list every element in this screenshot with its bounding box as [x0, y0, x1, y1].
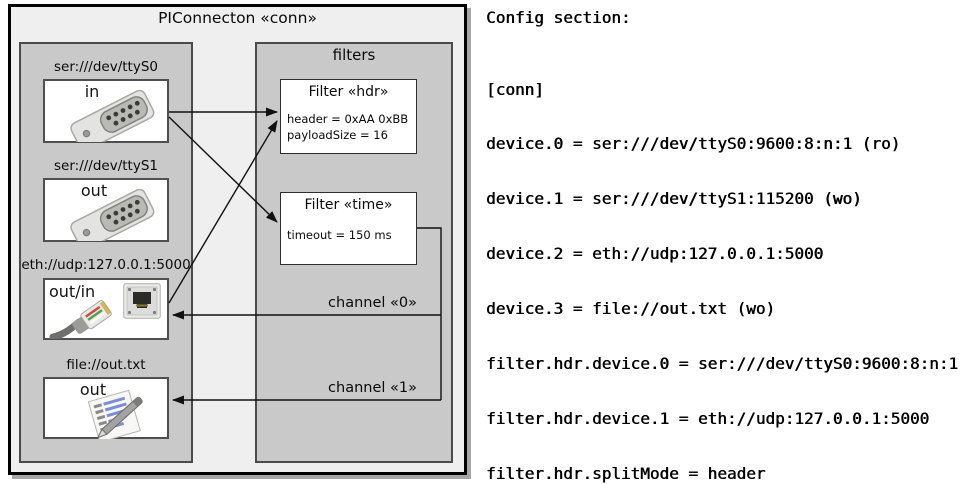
device-box-ttys1: out — [43, 178, 169, 242]
config-section-text: [conn] device.0 = ser:///dev/ttyS0:9600:… — [486, 44, 964, 484]
port-direction-label: out — [79, 380, 107, 399]
serial-connector-icon — [68, 90, 155, 142]
device-box-ttys0: in — [43, 79, 169, 143]
config-line: [conn] — [486, 79, 544, 99]
config-line: device.0 = ser:///dev/ttyS0:9600:8:n:1 (… — [486, 134, 901, 154]
filter-box-time: Filter «time» timeout = 150 ms — [280, 192, 417, 265]
filter-attribute: timeout = 150 ms — [287, 228, 392, 242]
serial-connector-icon — [68, 189, 155, 241]
port-direction-label: out/in — [49, 282, 96, 301]
config-line: filter.hdr.device.1 = eth://udp:127.0.0.… — [486, 408, 930, 428]
device-label-file: file://out.txt — [66, 357, 146, 373]
device-label-eth: eth://udp:127.0.0.1:5000 — [21, 257, 191, 273]
filter-title: Filter «hdr» — [308, 84, 389, 100]
channel-0-label: channel «0» — [328, 295, 417, 311]
filter-title: Filter «time» — [304, 197, 393, 213]
device-label-ttys0: ser:///dev/ttyS0 — [54, 59, 158, 75]
filter-attributes: timeout = 150 ms — [287, 228, 392, 244]
notepad-pen-icon — [87, 389, 143, 439]
device-label-ttys1: ser:///dev/ttyS1 — [54, 158, 158, 174]
config-line: filter.hdr.device.0 = ser:///dev/ttyS0:9… — [486, 354, 959, 374]
filter-attributes: header = 0xAA 0xBB payloadSize = 16 — [287, 112, 408, 143]
device-box-file: out — [43, 377, 169, 439]
config-line: device.1 = ser:///dev/ttyS1:115200 (wo) — [486, 189, 862, 209]
filter-attribute: payloadSize = 16 — [287, 127, 388, 142]
ethernet-cable-icon — [49, 300, 112, 339]
diagram-title: PIConnecton «conn» — [158, 9, 317, 27]
filters-panel-title: filters — [332, 46, 376, 64]
ethernet-jack-icon — [123, 283, 161, 319]
config-section-heading: Config section: — [486, 8, 631, 27]
config-line: device.3 = file://out.txt (wo) — [486, 299, 775, 319]
filter-box-hdr: Filter «hdr» header = 0xAA 0xBB payloadS… — [280, 79, 417, 154]
channel-1-label: channel «1» — [328, 380, 417, 396]
port-direction-label: out — [80, 181, 108, 200]
config-line: filter.hdr.splitMode = header — [486, 463, 766, 483]
port-direction-label: in — [84, 82, 100, 101]
filter-attribute: header = 0xAA 0xBB — [287, 112, 409, 126]
config-line: device.2 = eth://udp:127.0.0.1:5000 — [486, 244, 824, 264]
device-box-eth: out/in — [43, 278, 169, 340]
